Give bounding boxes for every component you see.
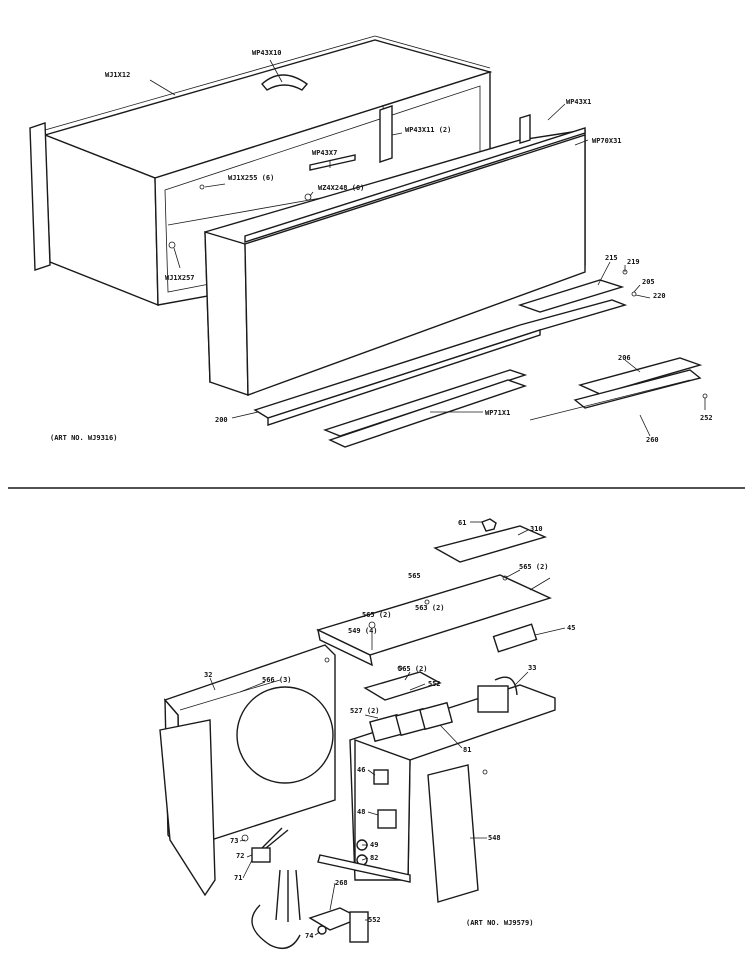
callout-label: 46 <box>357 766 365 774</box>
callout-label: WP43X1 <box>566 98 591 106</box>
callout-label: 527 (2) <box>350 707 380 715</box>
callout-label: WP70X31 <box>592 137 622 145</box>
upper-assembly: WJ1X12 WP43X10 WP43X1 WP70X31 WP43X11 (2… <box>29 35 713 448</box>
callout-label: 566 (3) <box>262 676 292 684</box>
callout-label: 215 <box>605 254 618 262</box>
control-bracket <box>316 574 552 671</box>
callout-label: 552 <box>368 916 381 924</box>
wiring-harness <box>241 827 369 949</box>
callout-label: 220 <box>653 292 666 300</box>
callout-label: 205 <box>642 278 655 286</box>
callout-label: 81 <box>463 746 471 754</box>
callout-label: 310 <box>530 525 543 533</box>
callout-label: 32 <box>204 671 212 679</box>
callout-label: 565 (2) <box>519 563 549 571</box>
callout-label: 565 (2) <box>398 665 428 673</box>
relay-plate <box>363 671 442 701</box>
art-number-lower: (ART NO. WJ9579) <box>466 919 533 927</box>
callout-label: 73 <box>230 837 238 845</box>
callout-label: 548 <box>488 834 501 842</box>
callout-label: 71 <box>234 874 242 882</box>
callout-label: 268 <box>335 879 348 887</box>
front-cabinet <box>204 114 586 396</box>
callout-label: 565 <box>408 572 421 580</box>
callout-label: 72 <box>236 852 244 860</box>
lower-leader-lines <box>209 521 566 936</box>
access-panel <box>427 764 488 903</box>
callout-label: 82 <box>370 854 378 862</box>
fan-shroud <box>159 644 336 897</box>
callout-label: 61 <box>458 519 466 527</box>
callout-label: WJ1X257 <box>165 274 195 282</box>
callout-label: 565 (2) <box>362 611 392 619</box>
upper-leader-lines <box>149 59 706 437</box>
callout-label: WP43X7 <box>312 149 337 157</box>
grille-and-filters <box>253 269 708 448</box>
upper-callouts: WJ1X12 WP43X10 WP43X1 WP70X31 WP43X11 (2… <box>50 49 713 444</box>
lower-assembly: 61 310 565 565 (2) 565 (2) 563 (2) 549 (… <box>159 518 575 949</box>
art-number-upper: (ART NO. WJ9316) <box>50 434 117 442</box>
callout-label: 206 <box>618 354 631 362</box>
callout-label: WZ4X248 (6) <box>318 184 364 192</box>
callout-label: WJ1X255 (6) <box>228 174 274 182</box>
callout-label: WP71X1 <box>485 409 510 417</box>
callout-label: 33 <box>528 664 536 672</box>
callout-label: 552 <box>428 680 441 688</box>
callout-label: 260 <box>646 436 659 444</box>
callout-label: WP43X11 (2) <box>405 126 451 134</box>
callout-label: 45 <box>567 624 575 632</box>
control-cover <box>433 518 548 563</box>
callout-label: 549 (4) <box>348 627 378 635</box>
callout-label: 563 (2) <box>415 604 445 612</box>
callout-label: 48 <box>357 808 365 816</box>
control-box <box>317 676 556 883</box>
callout-label: 74 <box>305 932 313 940</box>
callout-label: WJ1X12 <box>105 71 130 79</box>
lower-callouts: 61 310 565 565 (2) 565 (2) 563 (2) 549 (… <box>204 519 575 940</box>
callout-label: 200 <box>215 416 228 424</box>
callout-label: 219 <box>627 258 640 266</box>
callout-label: WP43X10 <box>252 49 282 57</box>
callout-label: 252 <box>700 414 713 422</box>
callout-label: 49 <box>370 841 378 849</box>
